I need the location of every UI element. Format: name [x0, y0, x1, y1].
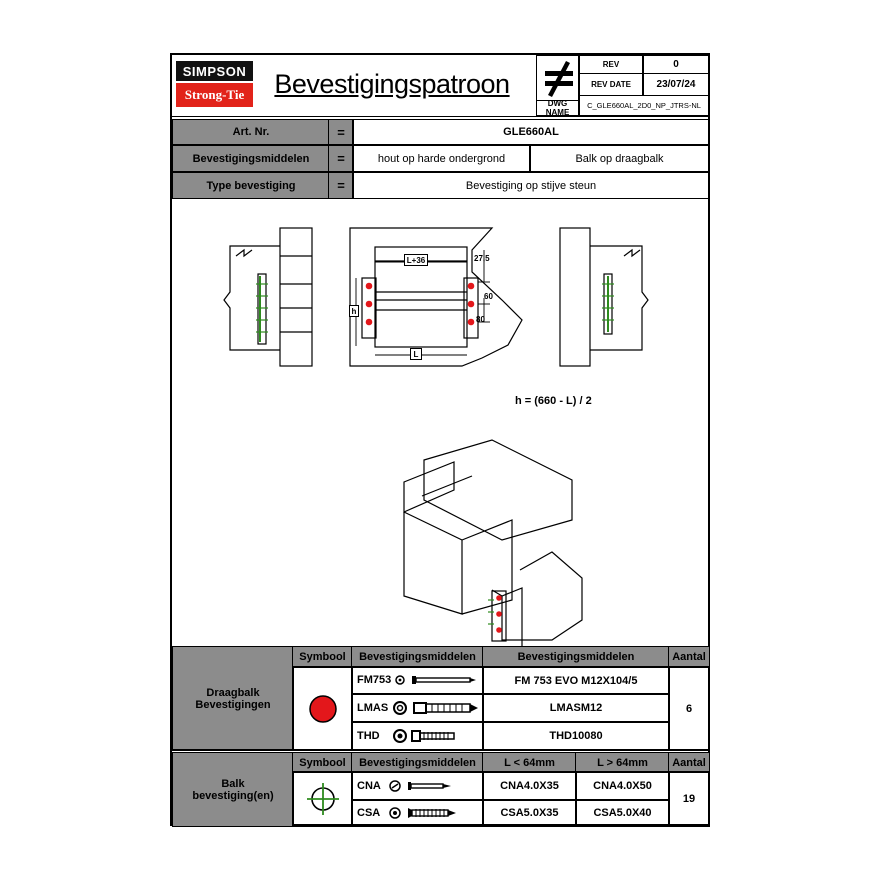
aantal-balk: 19: [668, 771, 710, 827]
dwg-name-label: DWG NAME: [537, 99, 578, 117]
bevestigingsmiddelen-value-2: Balk op draagbalk: [529, 145, 710, 172]
type-bevestiging-value: Bevestiging op stijve steun: [352, 172, 710, 199]
lmas-anchor-icon: [393, 701, 478, 715]
csa-lt: CSA5.0X35: [482, 799, 577, 827]
art-nr-value: GLE660AL: [352, 119, 710, 145]
symbol-cell-2: [292, 771, 353, 827]
equals-sign: =: [328, 172, 354, 199]
dim-60: 60: [484, 292, 493, 301]
technical-drawing: [223, 227, 649, 646]
table-row: CNA: [351, 771, 484, 801]
equals-sign: =: [328, 145, 354, 172]
cna-lt: CNA4.0X35: [482, 771, 577, 801]
col-l-less-64: L < 64mm: [482, 752, 577, 773]
equals-sign: =: [328, 119, 354, 145]
aantal-draagbalk: 6: [668, 666, 710, 751]
front-view: [349, 227, 523, 367]
not-equal-icon: [545, 60, 573, 98]
dim-l: L: [410, 348, 422, 360]
bevestigingsmiddelen-label: Bevestigingsmiddelen: [172, 145, 330, 172]
rev-value: 0: [642, 55, 710, 74]
art-nr-label: Art. Nr.: [172, 119, 330, 145]
dim-27-5: 27,5: [474, 254, 490, 263]
anchor-holes: [365, 282, 502, 633]
table-row: CSA: [351, 799, 484, 827]
screw-marks: [256, 283, 614, 625]
table-row: THD: [351, 721, 484, 751]
logo-simpson: SIMPSON: [176, 61, 253, 81]
thd-screw-icon: [393, 729, 455, 743]
bevestigingsmiddelen-value-1: hout op harde ondergrond: [352, 145, 531, 172]
crosshair-icon: [306, 783, 339, 815]
isometric-view: [403, 439, 583, 646]
page-title: Bevestigingspatroon: [274, 68, 510, 99]
product-fm753: FM 753 EVO M12X104/5: [482, 666, 670, 695]
symbol-cell: [292, 666, 353, 751]
right-side-view: [559, 227, 649, 367]
dwg-name-value: C_GLE660AL_2D0_NP_JTRS-NL: [578, 95, 710, 116]
col-bevestigingsmiddelen-3: Bevestigingsmiddelen: [351, 752, 484, 773]
product-thd: THD10080: [482, 721, 670, 751]
cna-nail-icon: [389, 780, 451, 792]
col-symbool-2: Symbool: [292, 752, 353, 773]
not-equal-symbol: DWG NAME: [536, 55, 580, 117]
csa-gt: CSA5.0X40: [575, 799, 670, 827]
red-dot-icon: [308, 694, 337, 723]
height-formula: h = (660 - L) / 2: [515, 395, 592, 407]
product-lmas: LMASM12: [482, 693, 670, 723]
col-symbool: Symbool: [292, 646, 353, 668]
csa-screw-icon: [389, 807, 456, 819]
table-row: FM753: [351, 666, 484, 695]
cna-gt: CNA4.0X50: [575, 771, 670, 801]
col-bevestigingsmiddelen: Bevestigingsmiddelen: [351, 646, 484, 668]
dim-80: 80: [476, 315, 485, 324]
col-aantal-2: Aantal: [668, 752, 710, 773]
rev-date-label: REV DATE: [578, 73, 644, 96]
table-row: LMAS: [351, 693, 484, 723]
drawing-sheet: SIMPSON Strong-Tie Bevestigingspatroon D…: [170, 53, 710, 827]
type-bevestiging-label: Type bevestiging: [172, 172, 330, 199]
draagbalk-section-label: Draagbalk Bevestigingen: [172, 646, 294, 751]
left-side-view: [223, 227, 313, 367]
col-bevestigingsmiddelen-2: Bevestigingsmiddelen: [482, 646, 670, 668]
rev-label: REV: [578, 55, 644, 74]
rev-date-value: 23/07/24: [642, 73, 710, 96]
fm753-anchor-icon: [395, 675, 476, 685]
balk-section-label: Balk bevestiging(en): [172, 752, 294, 827]
dim-h: h: [349, 305, 359, 317]
logo-strong-tie: Strong-Tie: [176, 83, 253, 107]
col-aantal: Aantal: [668, 646, 710, 668]
dim-l-plus-36: L+36: [404, 254, 428, 266]
col-l-greater-64: L > 64mm: [575, 752, 670, 773]
